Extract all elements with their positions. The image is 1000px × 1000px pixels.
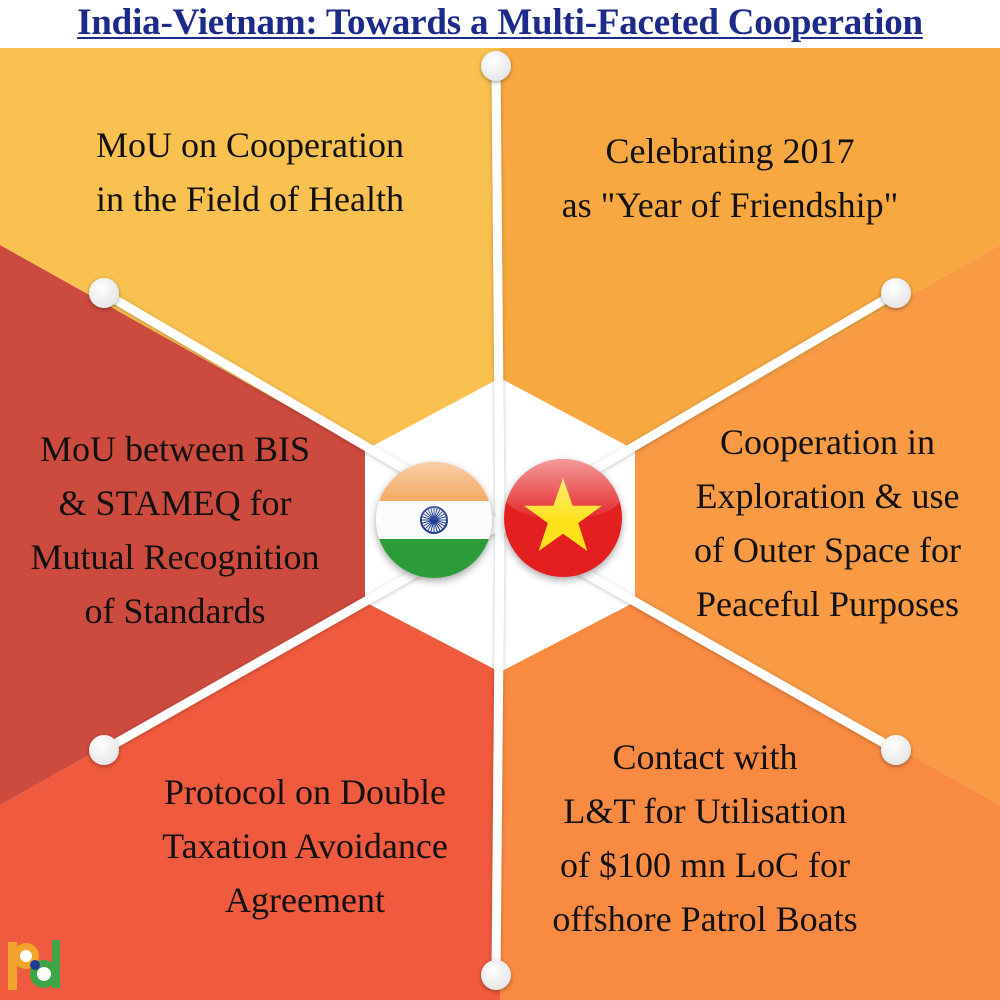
connector-spoke	[491, 61, 505, 530]
segment-text-line: Contact with	[612, 737, 798, 777]
segment-text-line: of Outer Space for	[694, 530, 961, 570]
connector-spoke	[491, 520, 505, 980]
segment-text-line: & STAMEQ for	[58, 483, 292, 523]
segment-text-line: in the Field of Health	[96, 179, 404, 219]
segment-bottom-left	[0, 525, 500, 1000]
segment-text-line: Mutual Recognition	[30, 537, 320, 577]
connector-knob	[481, 960, 511, 990]
segment-top-left	[0, 48, 500, 525]
segment-text-line: Agreement	[225, 880, 385, 920]
segment-text-line: L&T for Utilisation	[563, 791, 847, 831]
segment-text-line: Protocol on Double	[164, 772, 446, 812]
page-title: India-Vietnam: Towards a Multi-Faceted C…	[0, 0, 1000, 48]
connector-knob	[89, 735, 119, 765]
india-flag-icon	[376, 462, 492, 578]
connector-knob	[481, 51, 511, 81]
segment-left-text: MoU between BIS & STAMEQ for Mutual Reco…	[5, 422, 345, 638]
segment-bottom-right-text: Contact with L&T for Utilisation of $100…	[520, 730, 890, 946]
segment-right	[500, 245, 1000, 805]
pd-logo-icon	[8, 940, 60, 990]
connector-knob	[881, 735, 911, 765]
connector-knob	[881, 278, 911, 308]
segment-bottom-right	[500, 525, 1000, 1000]
segment-text-line: Exploration & use	[695, 476, 960, 516]
segment-text-line: Cooperation in	[720, 422, 935, 462]
vietnam-flag-icon	[504, 459, 622, 577]
segment-text-line: Celebrating 2017	[605, 131, 855, 171]
segment-text-line: Peaceful Purposes	[696, 584, 959, 624]
segment-top-right-text: Celebrating 2017 as "Year of Friendship"	[540, 124, 920, 232]
segment-text-line: of $100 mn LoC for	[560, 845, 850, 885]
segment-left	[0, 245, 500, 805]
segment-top-right	[500, 48, 1000, 525]
segment-text-line: MoU between BIS	[40, 429, 310, 469]
segment-text-line: of Standards	[84, 591, 266, 631]
segment-right-text: Cooperation in Exploration & use of Oute…	[660, 415, 995, 631]
segment-text-line: Taxation Avoidance	[162, 826, 448, 866]
segment-text-line: offshore Patrol Boats	[552, 899, 858, 939]
segment-top-left-text: MoU on Cooperation in the Field of Healt…	[60, 118, 440, 226]
segment-text-line: as "Year of Friendship"	[561, 185, 899, 225]
segment-bottom-left-text: Protocol on Double Taxation Avoidance Ag…	[130, 765, 480, 927]
connector-knob	[89, 278, 119, 308]
segment-text-line: MoU on Cooperation	[96, 125, 404, 165]
